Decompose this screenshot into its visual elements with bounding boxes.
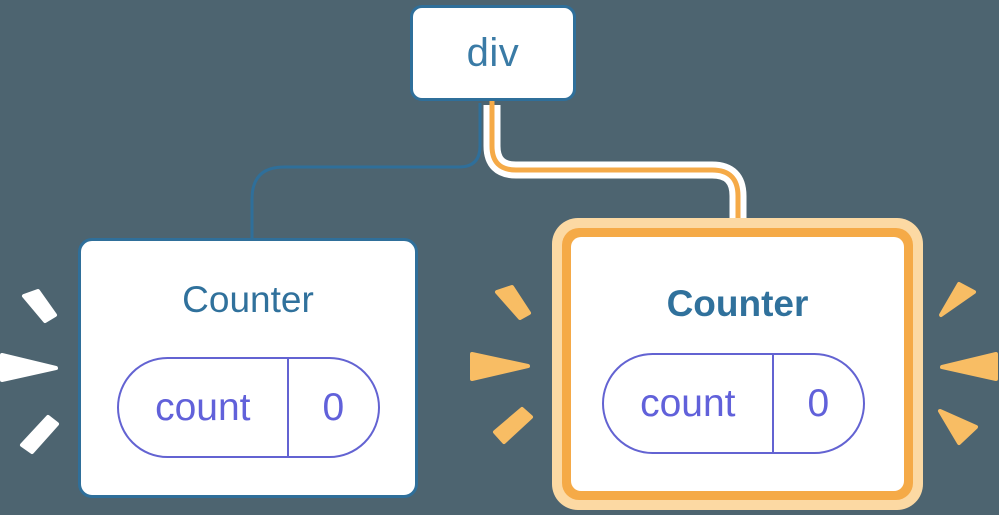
state-pill-right: count 0	[602, 353, 865, 454]
state-value-cell: 0	[774, 355, 863, 452]
root-node-label: div	[466, 30, 520, 75]
highlight-sparks-left-icon	[470, 285, 533, 444]
state-key-label: count	[640, 381, 736, 425]
state-key-cell: count	[604, 355, 774, 452]
state-key-cell: count	[119, 359, 289, 456]
edge-div-to-left-counter-icon	[250, 103, 482, 239]
rerender-sparks-icon	[0, 289, 59, 454]
counter-card-right-inner: Counter count 0	[571, 237, 904, 491]
state-value-label: 0	[322, 385, 345, 429]
counter-title-left: Counter	[182, 279, 314, 320]
edge-div-to-right-counter-icon	[489, 100, 741, 232]
state-pill-left: count 0	[117, 357, 380, 458]
counter-card-left: Counter count 0	[78, 238, 418, 498]
counter-title-right: Counter	[666, 283, 809, 324]
state-key-label: count	[155, 385, 251, 429]
state-value-label: 0	[807, 381, 830, 425]
state-value-cell: 0	[289, 359, 378, 456]
counter-card-right-highlighted: Counter count 0	[552, 218, 923, 510]
highlight-sparks-right-icon	[938, 282, 998, 445]
root-node-div: div	[410, 5, 576, 101]
